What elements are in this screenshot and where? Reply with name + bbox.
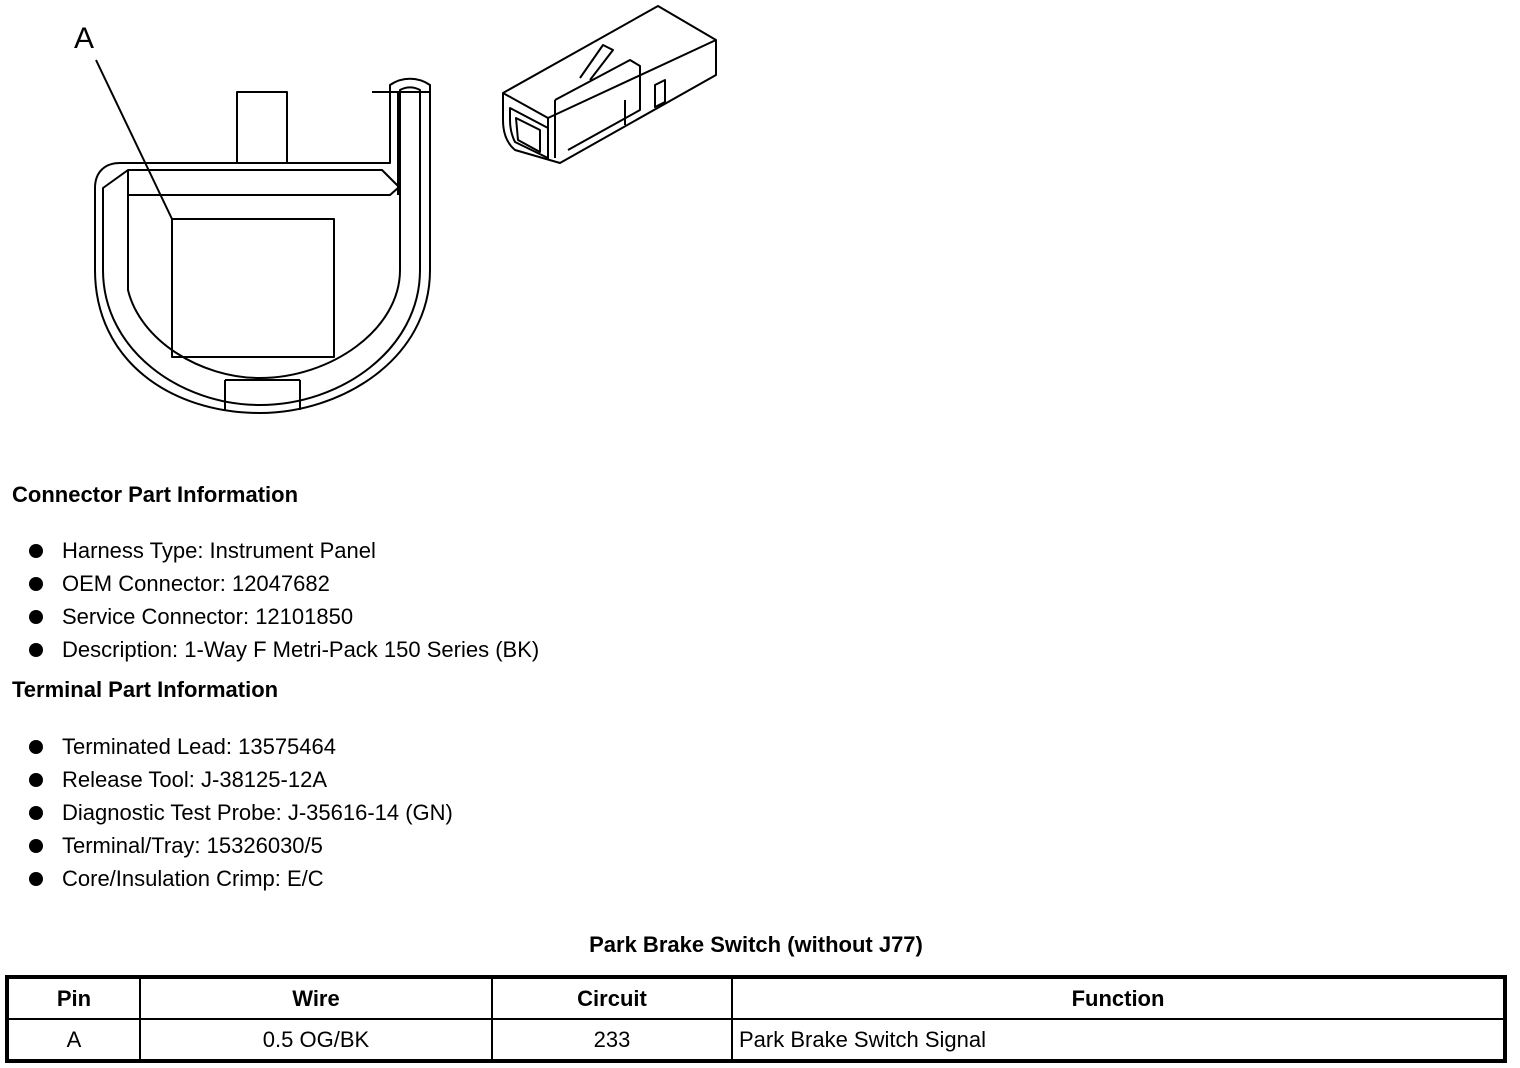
bullet-icon	[29, 806, 43, 820]
column-header-pin: Pin	[6, 976, 141, 1020]
bullet-icon	[29, 544, 43, 558]
list-item: Description: 1-Way F Metri-Pack 150 Seri…	[0, 633, 539, 666]
bullet-icon	[29, 740, 43, 754]
list-item-text: Harness Type: Instrument Panel	[62, 538, 376, 563]
list-item: Release Tool: J-38125-12A	[0, 763, 453, 796]
cell-wire: 0.5 OG/BK	[139, 1018, 493, 1062]
list-item-text: Terminated Lead: 13575464	[62, 734, 336, 759]
column-header-function: Function	[731, 976, 1506, 1020]
bullet-icon	[29, 872, 43, 886]
pin-a-leader	[95, 59, 173, 220]
column-header-circuit: Circuit	[491, 976, 733, 1020]
list-item: OEM Connector: 12047682	[0, 567, 539, 600]
list-item-text: Description: 1-Way F Metri-Pack 150 Seri…	[62, 637, 540, 662]
list-item: Service Connector: 12101850	[0, 600, 539, 633]
connector-diagram	[94, 5, 717, 414]
table-header-row: Pin Wire Circuit Function	[6, 976, 1506, 1020]
list-item: Core/Insulation Crimp: E/C	[0, 862, 453, 895]
connector-face-outline	[94, 77, 431, 414]
list-item: Terminated Lead: 13575464	[0, 730, 453, 763]
terminal-info-list: Terminated Lead: 13575464 Release Tool: …	[0, 730, 453, 895]
connector-bottom-key	[224, 379, 301, 410]
list-item-text: OEM Connector: 12047682	[62, 571, 330, 596]
pin-table-title: Park Brake Switch (without J77)	[589, 932, 923, 957]
connector-top-tab	[236, 91, 288, 164]
list-item: Terminal/Tray: 15326030/5	[0, 829, 453, 862]
connector-info-list: Harness Type: Instrument Panel OEM Conne…	[0, 534, 539, 666]
connector-info-title: Connector Part Information	[12, 482, 299, 507]
list-item-text: Service Connector: 12101850	[62, 604, 354, 629]
list-item-text: Release Tool: J-38125-12A	[62, 767, 327, 792]
cell-circuit: 233	[491, 1018, 733, 1062]
list-item-text: Core/Insulation Crimp: E/C	[62, 866, 324, 891]
connector-isometric-view	[502, 5, 717, 164]
column-header-wire: Wire	[139, 976, 493, 1020]
cell-pin: A	[6, 1018, 141, 1062]
pin-a-label: A	[74, 22, 95, 55]
bullet-icon	[29, 577, 43, 591]
cell-function: Park Brake Switch Signal	[731, 1018, 1506, 1062]
bullet-icon	[29, 610, 43, 624]
list-item: Harness Type: Instrument Panel	[0, 534, 539, 567]
terminal-cavity-a	[171, 218, 335, 358]
bullet-icon	[29, 643, 43, 657]
list-item-text: Terminal/Tray: 15326030/5	[62, 833, 323, 858]
list-item: Diagnostic Test Probe: J-35616-14 (GN)	[0, 796, 453, 829]
pin-table: Pin Wire Circuit Function A 0.5 OG/BK 23…	[5, 975, 1507, 1063]
bullet-icon	[29, 773, 43, 787]
terminal-info-title: Terminal Part Information	[12, 677, 279, 702]
table-row: A 0.5 OG/BK 233 Park Brake Switch Signal	[6, 1018, 1506, 1062]
list-item-text: Diagnostic Test Probe: J-35616-14 (GN)	[62, 800, 453, 825]
bullet-icon	[29, 839, 43, 853]
